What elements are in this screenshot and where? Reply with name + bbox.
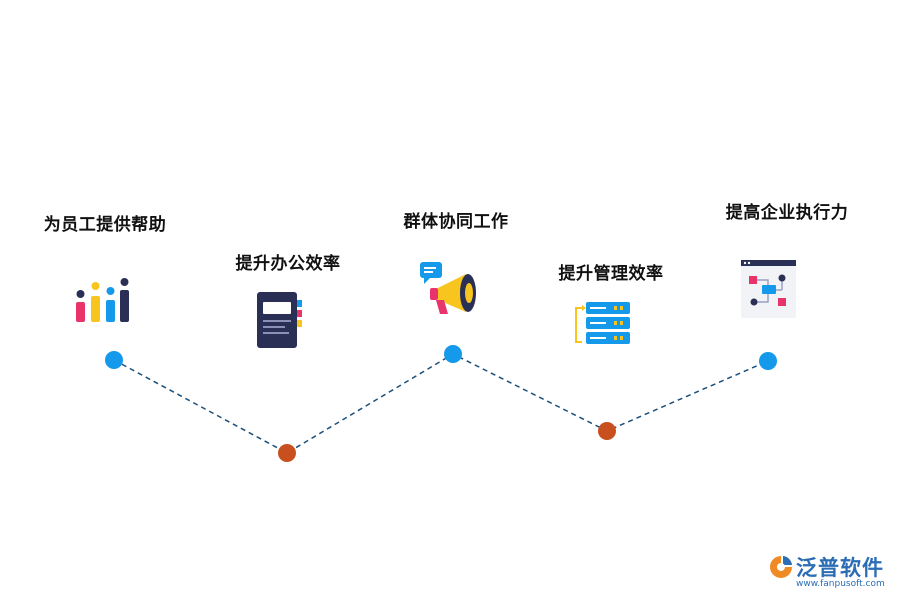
node-dot-5 xyxy=(759,352,777,370)
fanpu-logo-icon xyxy=(770,556,792,578)
bar-chart-icon xyxy=(76,278,129,322)
step-label-3: 群体协同工作 xyxy=(403,212,509,232)
node-dot-3 xyxy=(444,345,462,363)
server-rack-icon xyxy=(575,302,630,344)
node-dot-1 xyxy=(105,351,123,369)
step-label-1: 为员工提供帮助 xyxy=(43,215,167,235)
node-dot-2 xyxy=(278,444,296,462)
flowchart-icon xyxy=(741,260,796,318)
notebook-icon xyxy=(257,292,302,348)
megaphone-icon xyxy=(420,262,476,314)
logo-url: www.fanpusoft.com xyxy=(796,579,885,589)
logo-name: 泛普软件 xyxy=(796,556,884,580)
step-label-2: 提升办公效率 xyxy=(235,254,341,274)
step-label-4: 提升管理效率 xyxy=(558,264,664,284)
step-label-5: 提高企业执行力 xyxy=(725,203,849,223)
node-dot-4 xyxy=(598,422,616,440)
fanpu-logo: 泛普软件 www.fanpusoft.com xyxy=(768,552,893,596)
